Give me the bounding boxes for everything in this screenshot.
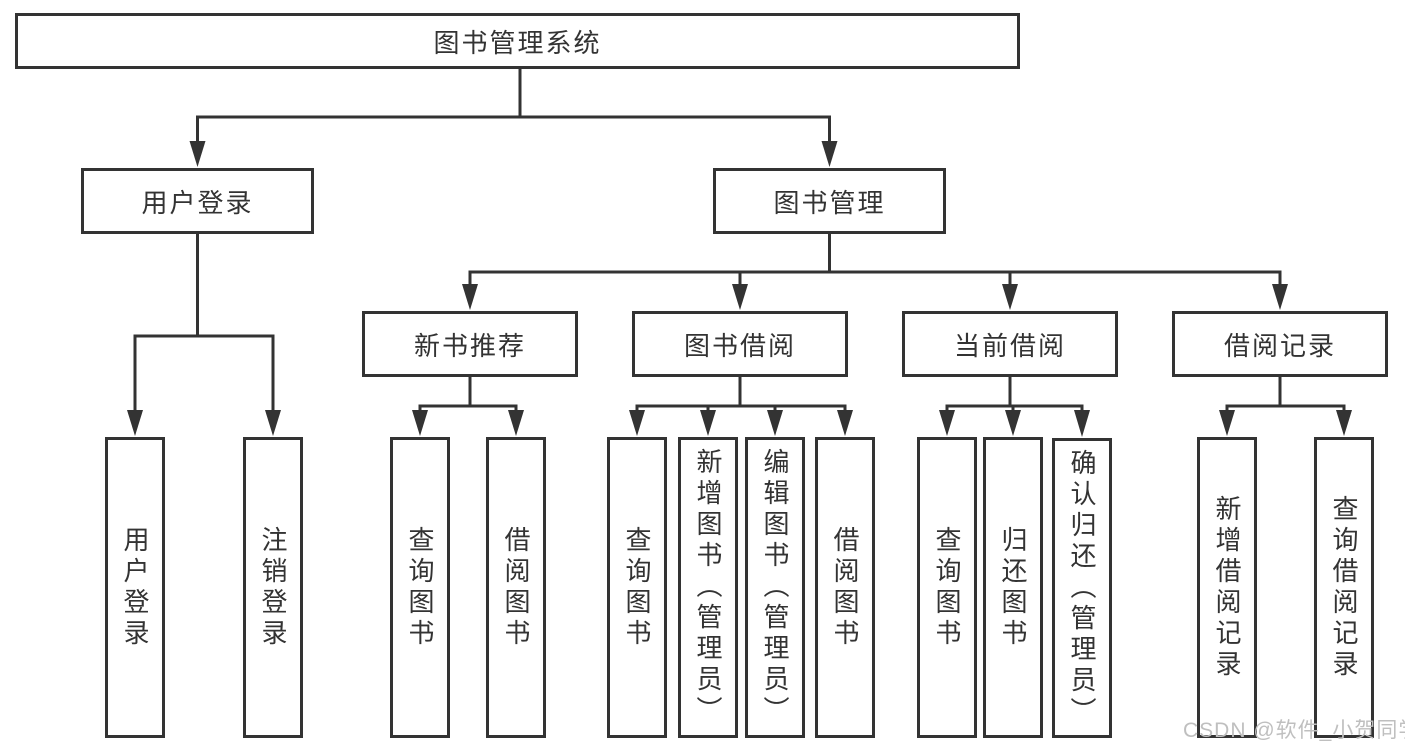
leaf-label: 新增借阅记录 <box>1212 494 1242 681</box>
leaf-query-books-borrow: 查询图书 <box>607 437 667 738</box>
leaf-label: 用户登录 <box>120 525 150 650</box>
leaf-confirm-return-admin: 确认归还（管理员） <box>1052 438 1112 738</box>
leaf-label: 归还图书 <box>998 525 1028 650</box>
leaf-query-books-recommend: 查询图书 <box>390 437 450 738</box>
leaf-label: 注销登录 <box>258 525 288 650</box>
node-new-book-recommend: 新书推荐 <box>362 311 578 377</box>
leaf-query-books-current: 查询图书 <box>917 437 977 738</box>
leaf-label: 借阅图书 <box>501 525 531 650</box>
leaf-label: 查询图书 <box>405 525 435 650</box>
leaf-user-login: 用户登录 <box>105 437 165 738</box>
leaf-edit-book-admin: 编辑图书（管理员） <box>745 437 805 738</box>
node-root-system: 图书管理系统 <box>15 13 1020 69</box>
leaf-label: 确认归还（管理员） <box>1067 448 1097 728</box>
csdn-watermark: CSDN @软件_小贺同学 <box>1183 719 1405 742</box>
leaf-add-borrow-record: 新增借阅记录 <box>1197 437 1257 738</box>
node-current-borrow: 当前借阅 <box>902 311 1118 377</box>
leaf-label: 查询图书 <box>622 525 652 650</box>
leaf-label: 借阅图书 <box>830 525 860 650</box>
arrowhead-icons <box>127 141 1352 437</box>
node-book-management: 图书管理 <box>713 168 946 234</box>
leaf-borrow-books: 借阅图书 <box>815 437 875 738</box>
leaf-label: 查询图书 <box>932 525 962 650</box>
node-user-login: 用户登录 <box>81 168 314 234</box>
leaf-label: 查询借阅记录 <box>1329 494 1359 681</box>
leaf-return-books: 归还图书 <box>983 437 1043 738</box>
leaf-label: 编辑图书（管理员） <box>760 448 790 727</box>
leaf-label: 新增图书（管理员） <box>693 448 723 727</box>
node-book-borrow: 图书借阅 <box>632 311 848 377</box>
leaf-add-book-admin: 新增图书（管理员） <box>678 437 738 738</box>
node-borrow-records: 借阅记录 <box>1172 311 1388 377</box>
leaf-logout: 注销登录 <box>243 437 303 738</box>
leaf-query-borrow-record: 查询借阅记录 <box>1314 437 1374 738</box>
leaf-borrow-books-recommend: 借阅图书 <box>486 437 546 738</box>
